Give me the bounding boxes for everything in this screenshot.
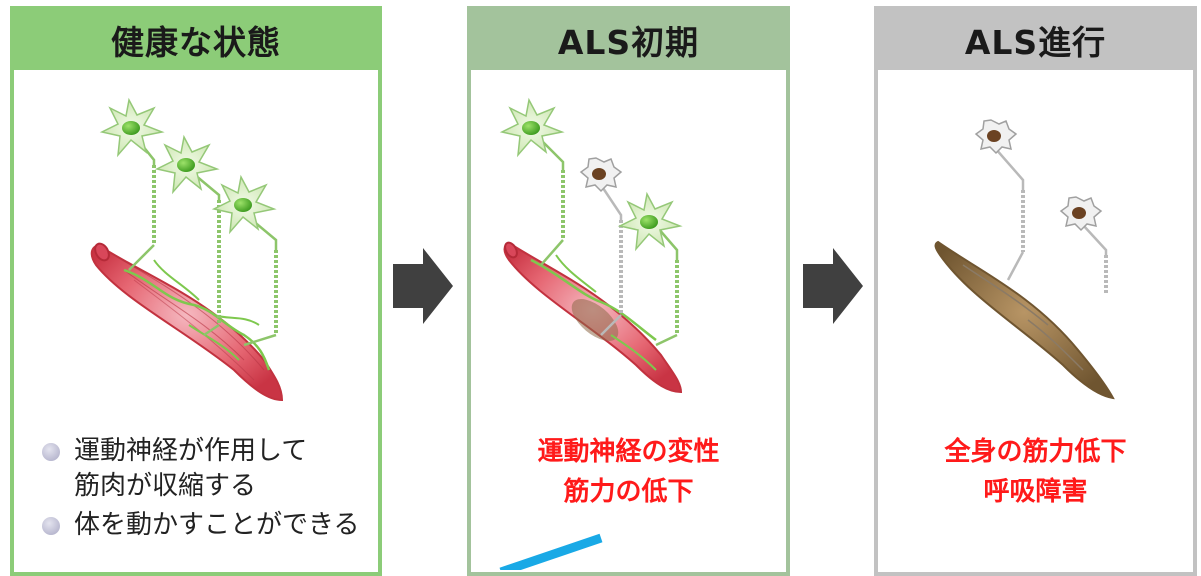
bullet-text: 体を動かすことができる — [74, 510, 360, 540]
early-caption-line2: 筋力の低下 — [563, 477, 694, 507]
advanced-caption: 全身の筋力低下 呼吸障害 — [878, 432, 1193, 512]
bullet-text-line2: 筋肉が収縮する — [74, 471, 257, 501]
motor-neuron-icon — [154, 134, 220, 195]
panel-title-early: ALS初期 — [471, 10, 786, 70]
panel-title-advanced: ALS進行 — [878, 10, 1193, 70]
panel-advanced-als: ALS進行 全身の筋力低 — [874, 6, 1197, 576]
early-caption-line1: 運動神経の変性 — [537, 437, 720, 467]
advanced-caption-line2: 呼吸障害 — [983, 477, 1088, 507]
panel-body-early: 運動神経の変性 筋力の低下 — [471, 70, 786, 572]
muscle-fiber-icon — [90, 242, 284, 402]
panel-body-advanced: 全身の筋力低下 呼吸障害 — [878, 70, 1193, 572]
accent-line — [499, 533, 603, 570]
muscle-fiber-icon — [503, 241, 683, 394]
early-als-illustration — [499, 97, 683, 570]
healthy-bullet-list: 運動神経が作用して 筋肉が収縮する 体を動かすことができる — [36, 434, 359, 547]
advanced-caption-line1: 全身の筋力低下 — [944, 437, 1127, 467]
advanced-als-illustration — [934, 119, 1115, 400]
degenerated-axon — [597, 181, 623, 336]
motor-neuron-icon — [499, 97, 565, 158]
early-caption: 運動神経の変性 筋力の低下 — [471, 432, 786, 512]
bullet-text-line1: 運動神経が作用して — [74, 436, 308, 466]
right-arrow-icon — [393, 248, 453, 324]
motor-neuron-icon — [211, 174, 277, 235]
muscle-fiber-icon — [934, 240, 1115, 400]
panel-body-healthy: 運動神経が作用して 筋肉が収縮する 体を動かすことができる — [14, 70, 378, 572]
right-arrow-icon — [803, 248, 863, 324]
motor-neuron-icon — [99, 97, 165, 158]
bullet-dot-icon — [42, 443, 60, 461]
panel-title-healthy: 健康な状態 — [14, 10, 378, 70]
degenerated-neuron-icon — [1059, 196, 1103, 232]
panel-healthy: 健康な状態 — [10, 6, 382, 576]
motor-neuron-icon — [617, 191, 683, 252]
healthy-illustration — [90, 97, 284, 402]
degenerated-axon — [994, 147, 1108, 295]
bullet-item: 運動神経が作用して 筋肉が収縮する — [36, 434, 359, 504]
bullet-dot-icon — [42, 517, 60, 535]
degenerated-neuron-icon — [974, 119, 1018, 155]
degenerated-neuron-icon — [579, 157, 623, 193]
panel-early-als: ALS初期 — [467, 6, 790, 576]
bullet-item: 体を動かすことができる — [36, 508, 359, 543]
